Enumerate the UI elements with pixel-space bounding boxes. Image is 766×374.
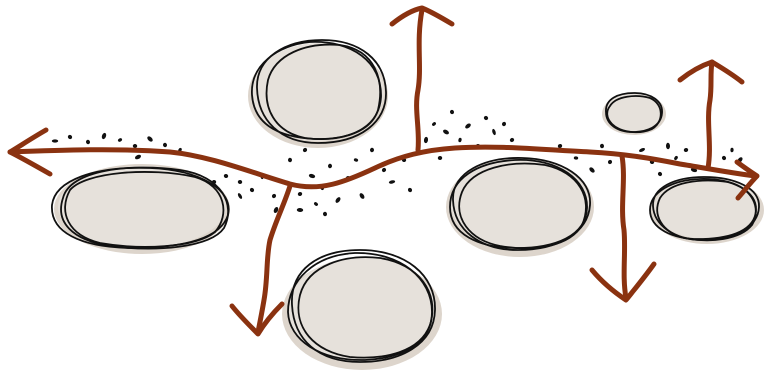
speckle-dot xyxy=(599,143,605,149)
speckle-dot xyxy=(639,148,645,152)
speckle-dot xyxy=(423,136,429,144)
speckle-dot xyxy=(730,147,734,153)
speckle-dot xyxy=(308,173,316,179)
branch-down-right-arrow xyxy=(589,153,657,303)
speckle-dot xyxy=(314,202,318,206)
stone-bottom-center xyxy=(282,249,442,370)
speckle-dot xyxy=(302,147,308,153)
speckle-dot xyxy=(271,193,277,199)
speckle-dot xyxy=(458,137,462,143)
stone-left xyxy=(51,164,230,254)
speckle-dot xyxy=(67,134,73,140)
speckle-dot xyxy=(573,156,579,160)
stone-center-right xyxy=(446,157,594,257)
speckle-dot xyxy=(369,147,375,153)
speckle-dot xyxy=(287,157,293,163)
speckle-dot xyxy=(85,139,91,145)
speckle-dot xyxy=(557,143,563,149)
main-path-arrow xyxy=(7,127,760,201)
speckle-dot xyxy=(135,154,141,160)
speckle-dot xyxy=(443,129,449,135)
speckle-dot xyxy=(223,173,229,179)
speckle-dot xyxy=(483,115,489,121)
speckle-dot xyxy=(273,206,279,214)
speckle-dot xyxy=(388,180,396,184)
speckle-dot xyxy=(674,155,678,161)
speckle-dot xyxy=(449,109,455,115)
speckle-dot xyxy=(359,193,365,199)
stone-far-right xyxy=(649,176,764,244)
speckle-dot xyxy=(322,211,328,217)
speckle-dot xyxy=(509,137,515,143)
stone-top-center xyxy=(248,39,388,148)
speckle-dot xyxy=(237,179,243,185)
speckle-dot xyxy=(132,143,138,149)
speckle-dot xyxy=(296,207,304,213)
speckle-dot xyxy=(51,139,59,143)
speckle-dot xyxy=(335,197,341,203)
speckle-dot xyxy=(492,128,496,136)
stone-small-top-right xyxy=(602,92,666,135)
speckle-dot xyxy=(381,167,387,173)
speckle-dot xyxy=(501,121,507,127)
speckle-dot xyxy=(683,147,689,153)
speckle-dot xyxy=(657,171,663,177)
branch-up-right-arrow xyxy=(677,59,745,171)
speckle-dot xyxy=(437,155,443,161)
speckle-dot xyxy=(117,138,123,142)
speckle-dot xyxy=(432,122,436,126)
speckle-dot xyxy=(721,155,727,161)
speckle-dot xyxy=(353,158,359,162)
speckle-dot xyxy=(101,132,107,140)
speckle-dot xyxy=(607,159,613,165)
branch-down-left-arrow xyxy=(229,183,293,337)
speckle-dot xyxy=(237,193,243,199)
speckle-dot xyxy=(589,167,595,173)
speckle-dot xyxy=(162,142,168,148)
speckle-dot xyxy=(147,136,153,142)
speckle-dot xyxy=(465,123,471,129)
speckle-dot xyxy=(249,187,255,193)
speckle-dot xyxy=(211,179,217,185)
branch-up-center-arrow xyxy=(389,5,455,153)
speckle-dot xyxy=(297,191,303,197)
speckle-dot xyxy=(665,142,671,150)
speckle-dot xyxy=(407,187,413,193)
speckle-dot xyxy=(327,163,333,169)
